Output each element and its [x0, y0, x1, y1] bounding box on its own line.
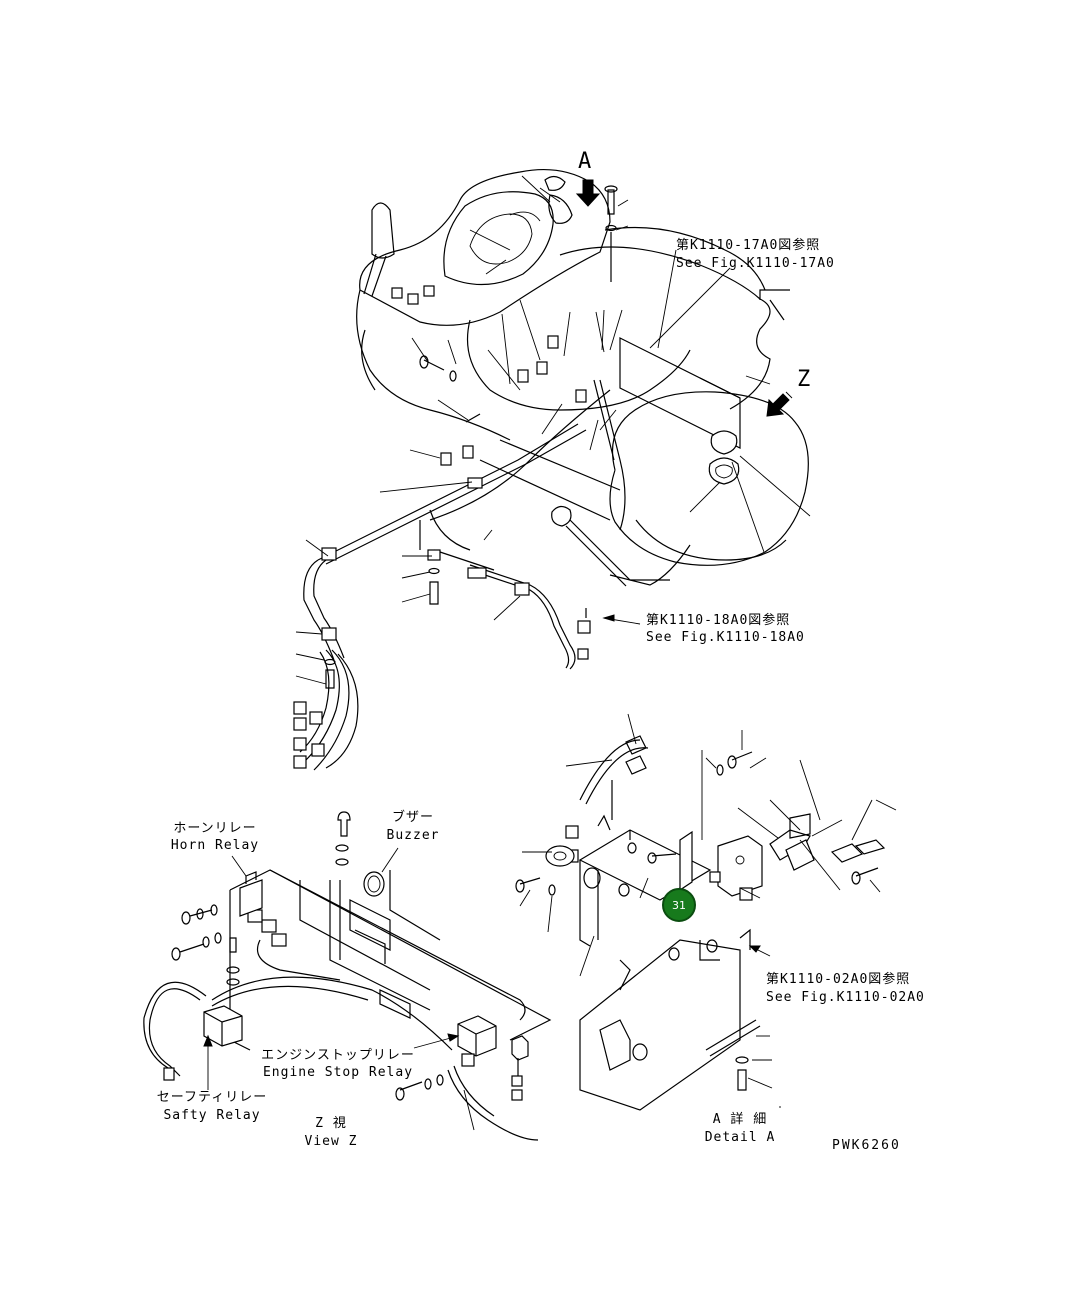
buzzer-en-label: Buzzer	[386, 828, 440, 843]
connector-group	[391, 285, 591, 660]
view-z-caption-jp: Z 視	[315, 1116, 347, 1131]
dash-cowl	[359, 168, 611, 326]
detail-a-caption-en: Detail A	[704, 1130, 776, 1145]
horn-relay-jp-label: ホーンリレー	[173, 821, 257, 836]
ref-18a0-jp: 第K1110-18A0図参照	[646, 613, 791, 628]
leader-lines-top	[295, 175, 811, 685]
callout-31[interactable]: 31	[662, 888, 696, 922]
buzzer-jp-label: ブザー	[391, 810, 434, 825]
view-z-drawing	[143, 811, 552, 1141]
safety-relay-icon	[203, 1005, 243, 1047]
ref-02a0-en: See Fig.K1110-02A0	[766, 990, 925, 1005]
ref-18a0-en: See Fig.K1110-18A0	[646, 630, 805, 645]
ref-17a0-jp: 第K1110-17A0図参照	[676, 238, 821, 253]
frame-outline	[356, 226, 809, 586]
drawing-code: PWK6260	[832, 1138, 901, 1153]
bolts-washers-top	[324, 185, 618, 689]
harness-clips	[321, 477, 530, 641]
ref-17a0-en: See Fig.K1110-17A0	[676, 256, 835, 271]
horn-relay-en-label: Horn Relay	[170, 838, 260, 853]
main-harness	[293, 379, 670, 771]
lever-knob	[363, 202, 395, 297]
arrow-a-label: A	[578, 149, 593, 174]
engine-stop-relay-icon	[457, 1015, 497, 1057]
top-view-drawing	[293, 168, 811, 771]
ref-02a0-jp: 第K1110-02A0図参照	[766, 972, 911, 987]
buzzer-icon	[363, 871, 385, 897]
bracket-panel	[619, 337, 741, 485]
arrow-z-icon	[766, 391, 793, 417]
safety-relay-en-label: Safty Relay	[163, 1108, 261, 1123]
view-z-caption-en: View Z	[304, 1134, 358, 1149]
arrow-a-icon	[575, 179, 601, 207]
detail-a-caption-jp: A 詳 細	[712, 1112, 768, 1127]
engine-stop-relay-jp-label: エンジンストップリレー	[261, 1048, 415, 1063]
engine-stop-relay-en-label: Engine Stop Relay	[262, 1065, 414, 1080]
detail-a-drawing	[515, 713, 897, 1111]
safety-relay-jp-label: セーフティリレー	[156, 1090, 268, 1105]
arrow-z-label: Z	[797, 367, 812, 392]
